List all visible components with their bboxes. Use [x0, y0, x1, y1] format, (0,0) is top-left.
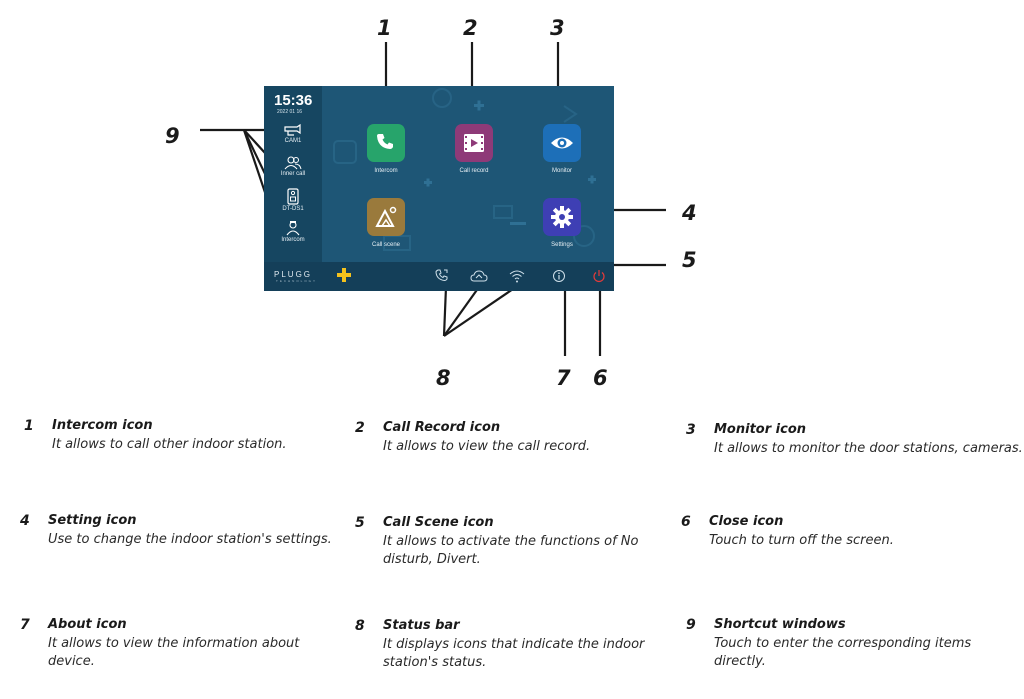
- legend-title: Intercom icon: [52, 418, 153, 433]
- legend-title: About icon: [48, 617, 127, 632]
- logo-subtext: TECHNOLOGY: [276, 279, 318, 283]
- app-call-record-tile: [455, 124, 493, 162]
- callout-5: 5: [682, 248, 697, 272]
- info-icon[interactable]: [552, 269, 566, 283]
- legend-title: Call Scene icon: [383, 515, 494, 530]
- legend-desc: Touch to turn off the screen.: [709, 533, 894, 548]
- app-monitor[interactable]: Monitor: [527, 124, 597, 174]
- leader-8c: [443, 286, 517, 337]
- legend-title: Shortcut windows: [714, 617, 846, 632]
- call-forward-icon: [435, 269, 448, 282]
- shortcut-label: Intercom: [281, 237, 305, 243]
- legend-num: 6: [681, 514, 691, 530]
- legend-num: 7: [20, 617, 30, 633]
- app-settings[interactable]: Settings: [527, 198, 597, 248]
- legend-desc: It allows to view the call record.: [383, 439, 591, 454]
- legend-title: Monitor icon: [714, 422, 807, 437]
- shortcut-label: Inner call: [280, 171, 306, 177]
- shortcut-intercom[interactable]: Intercom: [264, 220, 322, 243]
- shortcut-label: DT-DS1: [282, 206, 304, 212]
- legend-desc: It allows to monitor the door stations, …: [714, 441, 1023, 456]
- legend-num: 5: [355, 515, 365, 531]
- shortcut-inner-call[interactable]: Inner call: [264, 156, 322, 177]
- mountain-icon: [375, 206, 397, 227]
- shortcut-cam1[interactable]: CAM1: [264, 123, 322, 144]
- legend-num: 3: [686, 422, 696, 438]
- app-label: Intercom: [374, 168, 398, 174]
- shortcut-label: CAM1: [284, 138, 302, 144]
- shortcut-sidebar: 15:36 2022 01 16 CAM1 Inner call: [264, 86, 322, 262]
- power-icon[interactable]: [592, 269, 606, 283]
- intercom-person-icon: [286, 221, 300, 236]
- app-call-record[interactable]: Call record: [439, 124, 509, 174]
- wifi-icon: [509, 270, 525, 283]
- phone-icon: [377, 134, 393, 149]
- legend-num: 2: [355, 420, 365, 436]
- film-play-icon: [464, 134, 484, 152]
- app-monitor-tile: [543, 124, 581, 162]
- legend-title: Status bar: [383, 618, 460, 633]
- logo-plus-icon: [337, 268, 351, 282]
- legend-title: Close icon: [709, 514, 784, 529]
- shortcut-dt-ds1[interactable]: DT-DS1: [264, 188, 322, 212]
- legend-title: Call Record icon: [383, 420, 501, 435]
- app-label: Call scene: [371, 242, 400, 248]
- app-intercom[interactable]: Intercom: [351, 124, 421, 174]
- indoor-station-screen: 15:36 2022 01 16 CAM1 Inner call: [264, 86, 614, 291]
- cloud-icon: [470, 270, 488, 282]
- callout-2: 2: [463, 16, 478, 40]
- callout-8: 8: [436, 366, 451, 390]
- app-settings-tile: [543, 198, 581, 236]
- callout-3: 3: [550, 16, 565, 40]
- door-station-icon: [287, 188, 299, 205]
- users-icon: [284, 156, 302, 170]
- app-call-scene[interactable]: Call scene: [351, 198, 421, 248]
- legend-title: Setting icon: [48, 513, 137, 528]
- callout-6: 6: [593, 366, 608, 390]
- gear-icon: [551, 206, 573, 228]
- legend-desc: It allows to activate the functions of N…: [383, 534, 639, 567]
- legend-desc: It allows to view the information about …: [48, 636, 300, 669]
- legend-desc: Use to change the indoor station's setti…: [48, 532, 332, 547]
- clock: 15:36: [274, 92, 313, 109]
- legend-desc: It allows to call other indoor station.: [52, 437, 287, 452]
- callout-1: 1: [377, 16, 392, 40]
- background-pattern: [333, 88, 596, 251]
- app-label: Call record: [459, 168, 489, 174]
- legend-num: 1: [24, 418, 34, 434]
- legend-num: 4: [20, 513, 30, 529]
- leader-8b: [443, 286, 480, 337]
- legend-num: 9: [686, 617, 696, 633]
- callout-9: 9: [165, 124, 180, 148]
- app-intercom-tile: [367, 124, 405, 162]
- status-bar: PLUGG TECHNOLOGY: [264, 262, 614, 291]
- callout-4: 4: [682, 201, 697, 225]
- app-label: Monitor: [551, 168, 572, 174]
- app-call-scene-tile: [367, 198, 405, 236]
- legend-desc: Touch to enter the corresponding items d…: [714, 636, 972, 669]
- legend-num: 8: [355, 618, 365, 634]
- logo-text: PLUGG: [274, 270, 313, 279]
- leader-8a: [442, 286, 448, 337]
- camera-icon: [284, 123, 301, 136]
- app-label: Settings: [551, 242, 573, 248]
- eye-icon: [551, 137, 573, 149]
- callout-7: 7: [556, 366, 571, 390]
- legend-desc: It displays icons that indicate the indo…: [383, 637, 645, 670]
- date: 2022 01 16: [277, 109, 303, 115]
